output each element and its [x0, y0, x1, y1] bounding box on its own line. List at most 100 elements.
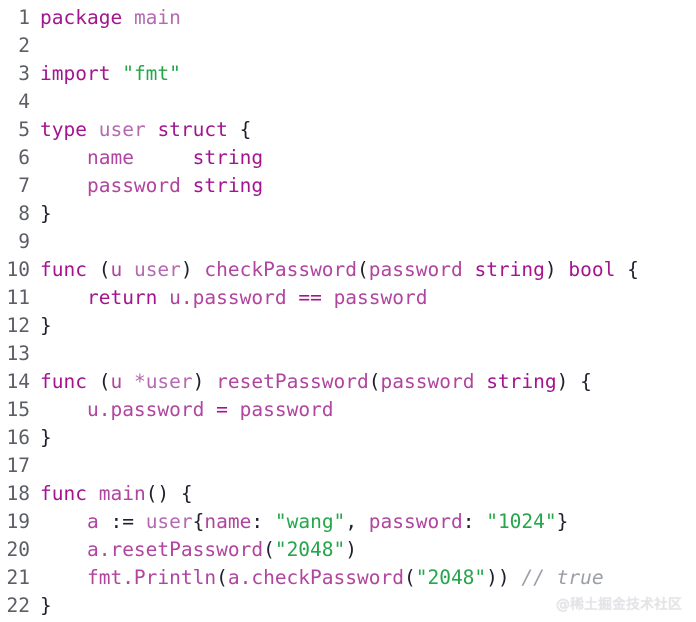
line-number: 9 [18, 230, 30, 253]
code-line: 6 name string [0, 144, 263, 172]
code-token-keyword: return [86, 286, 158, 309]
code-token-ident: u [110, 370, 123, 393]
line-number: 1 [18, 6, 30, 29]
code-token-keyword: func [40, 370, 87, 393]
code-token-plain [40, 510, 87, 533]
line-number: 21 [6, 566, 30, 589]
code-token-plain [40, 398, 87, 421]
code-token-ident: main [98, 482, 146, 505]
code-line: 16} [0, 424, 52, 452]
line-number: 12 [6, 314, 30, 337]
code-token-plain [474, 370, 486, 393]
code-token-plain: ( [86, 370, 111, 393]
code-token-ident: a [86, 510, 99, 533]
code-text: u.password = password [40, 396, 334, 424]
code-token-plain [87, 118, 99, 141]
line-number: 15 [6, 398, 30, 421]
code-token-plain: } [40, 314, 52, 337]
code-token-keyword: == [298, 286, 322, 309]
code-token-plain [146, 118, 158, 141]
code-text: func (u user) checkPassword(password str… [40, 256, 639, 284]
code-line: 22} [0, 592, 52, 620]
line-number: 10 [6, 258, 30, 281]
code-token-keyword: type [40, 118, 87, 141]
line-number: 16 [6, 426, 30, 449]
code-token-ident: password [380, 370, 475, 393]
code-token-string: "2048" [415, 566, 487, 589]
code-token-plain: { [615, 258, 639, 281]
code-token-plain [287, 286, 299, 309]
code-token-plain: () { [145, 482, 193, 505]
line-number: 4 [18, 90, 30, 113]
code-token-plain [204, 398, 216, 421]
code-token-type-name: user [145, 510, 193, 533]
line-number: 14 [6, 370, 30, 393]
code-text: func main() { [40, 480, 193, 508]
code-text: a := user{name: "wang", password: "1024"… [40, 508, 568, 536]
code-text: package main [40, 4, 181, 32]
line-number: 17 [6, 454, 30, 477]
line-number: 22 [6, 594, 30, 617]
code-token-plain [122, 370, 134, 393]
code-token-plain: ) { [556, 370, 592, 393]
code-token-plain [322, 286, 334, 309]
code-text: type user struct { [40, 116, 251, 144]
code-token-comment: // true [521, 566, 604, 589]
code-token-ident: password [333, 286, 428, 309]
code-token-plain: } [40, 426, 52, 449]
code-line: 12} [0, 312, 52, 340]
code-line: 15 u.password = password [0, 396, 334, 424]
line-number: 7 [18, 174, 30, 197]
code-text: } [40, 424, 52, 452]
code-line: 19 a := user{name: "wang", password: "10… [0, 508, 569, 536]
code-token-ident: checkPassword [204, 258, 358, 281]
line-number: 3 [18, 62, 30, 85]
code-token-keyword: string [474, 258, 545, 281]
line-number: 13 [6, 342, 30, 365]
code-line: 7 password string [0, 172, 263, 200]
line-number: 11 [6, 286, 30, 309]
code-text: password string [40, 172, 263, 200]
code-token-keyword: = [216, 398, 228, 421]
code-token-ident: a.resetPassword [86, 538, 264, 561]
code-token-ident: fmt.Println [86, 566, 217, 589]
code-token-plain: ( [357, 258, 369, 281]
code-token-plain: } [40, 594, 52, 617]
code-token-ident: password [239, 398, 334, 421]
code-token-string: "fmt" [122, 62, 181, 85]
code-token-plain [40, 174, 87, 197]
code-token-keyword: package [40, 6, 123, 29]
watermark-text: @稀土掘金技术社区 [556, 597, 682, 613]
code-token-plain: ( [403, 566, 416, 589]
code-token-plain [87, 482, 99, 505]
code-token-plain: } [40, 202, 52, 225]
line-number: 2 [18, 34, 30, 57]
code-token-ident: name [204, 510, 252, 533]
code-token-ident: u [110, 258, 123, 281]
code-token-keyword: string [192, 174, 264, 197]
code-token-keyword: func [40, 482, 87, 505]
code-token-plain [181, 174, 193, 197]
code-token-plain [40, 286, 87, 309]
line-number: 8 [18, 202, 30, 225]
code-line: 13 [0, 340, 40, 368]
code-token-ident: name [86, 146, 134, 169]
code-token-plain: : [251, 510, 275, 533]
code-line: 11 return u.password == password [0, 284, 428, 312]
code-token-keyword: import [40, 62, 111, 85]
code-token-plain [122, 6, 134, 29]
code-text: } [40, 312, 52, 340]
code-token-ident: resetPassword [216, 370, 369, 393]
code-token-plain: ) [544, 258, 569, 281]
code-token-string: "1024" [486, 510, 557, 533]
code-token-plain: ( [368, 370, 381, 393]
code-token-ident: password [368, 258, 463, 281]
code-token-plain: ) [192, 370, 217, 393]
code-token-ident: password [86, 174, 181, 197]
code-line: 20 a.resetPassword("2048") [0, 536, 358, 564]
code-token-plain: , [345, 510, 369, 533]
code-token-type-name: main [133, 6, 181, 29]
code-line: 2 [0, 32, 40, 60]
